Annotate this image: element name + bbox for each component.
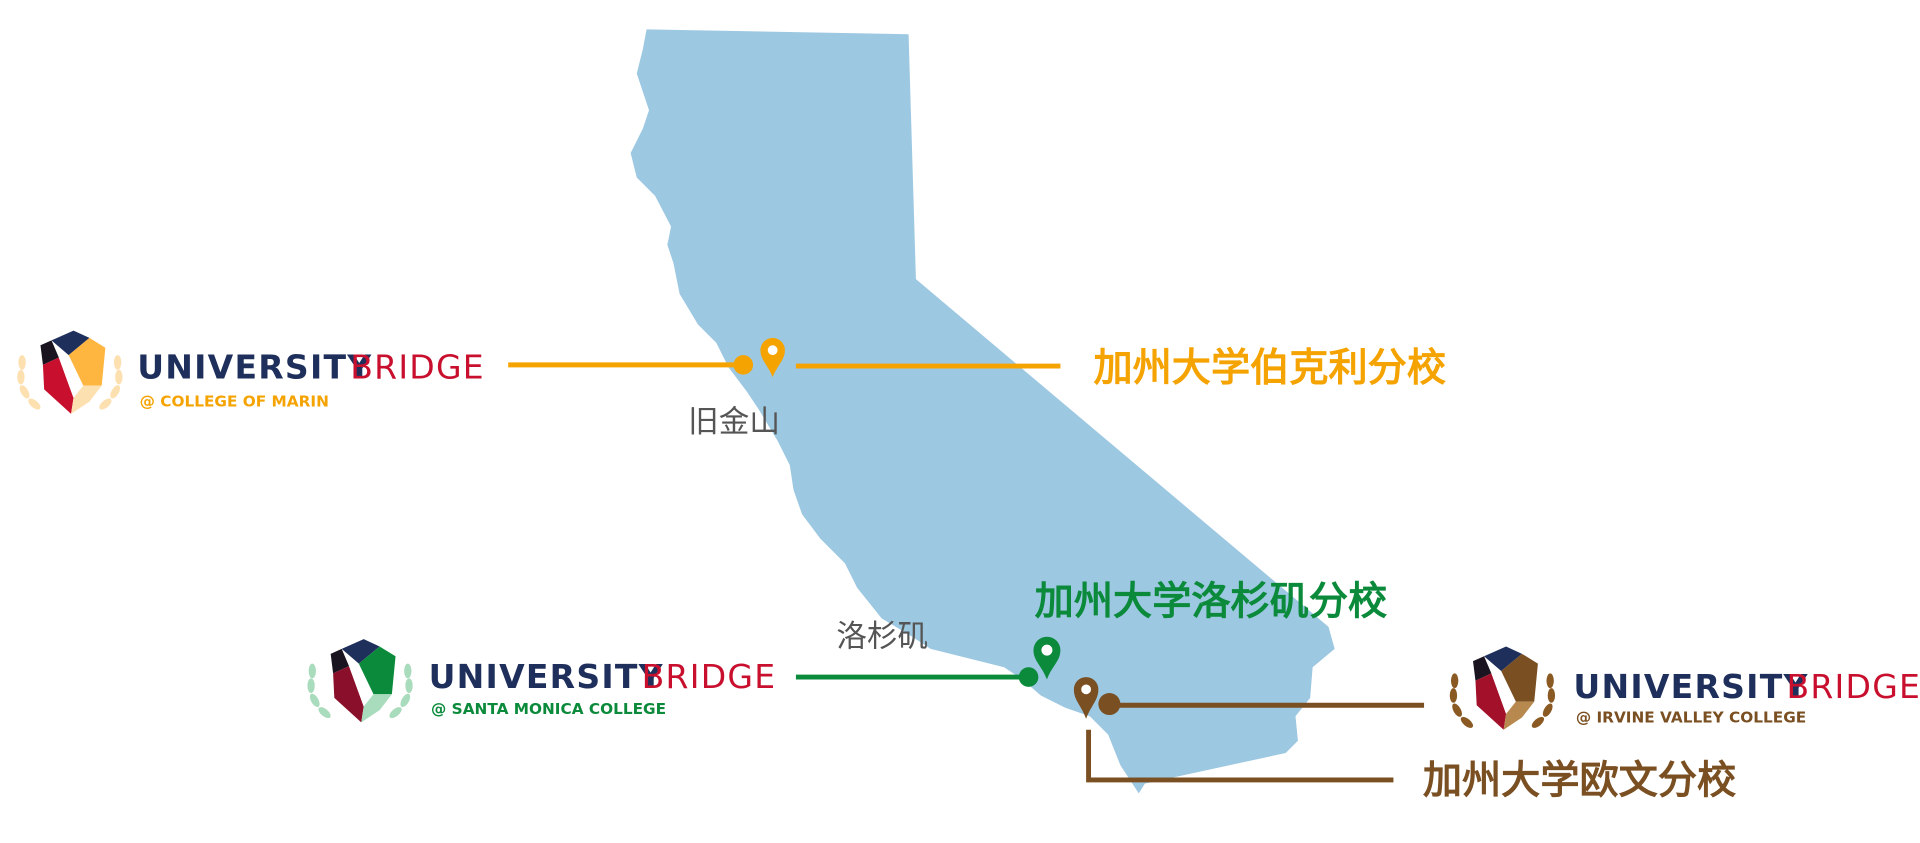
shield-icon — [1473, 646, 1538, 730]
partner-college: @ SANTA MONICA COLLEGE — [431, 700, 666, 718]
laurel-icon — [17, 355, 123, 410]
connector-line — [1086, 729, 1394, 783]
partner-college: @ IRVINE VALLEY COLLEGE — [1576, 708, 1806, 726]
laurel-icon — [1449, 673, 1556, 728]
irvine-group: 加州大学欧文分校 UNIVERSITY BRIDGE @ IRVINE VALL… — [1073, 646, 1920, 803]
partner-college: @ COLLEGE OF MARIN — [140, 393, 329, 411]
shield-icon — [40, 330, 106, 414]
brand-word-university: UNIVERSITY — [137, 347, 372, 386]
laurel-icon — [307, 663, 413, 719]
university-bridge-logo: UNIVERSITY BRIDGE @ COLLEGE OF MARIN — [17, 330, 485, 414]
campus-label: 加州大学欧文分校 — [1423, 758, 1737, 803]
location-dot — [1018, 667, 1039, 687]
shield-icon — [330, 639, 396, 723]
campus-label: 加州大学洛杉矶分校 — [1035, 580, 1388, 625]
university-bridge-logo: UNIVERSITY BRIDGE @ SANTA MONICA COLLEGE — [307, 639, 777, 723]
brand-word-bridge: BRIDGE — [1786, 667, 1920, 706]
map-pin-icon — [1073, 677, 1099, 719]
campus-label: 加州大学伯克利分校 — [1093, 346, 1446, 391]
map-pin-icon — [760, 337, 785, 378]
city-label: 旧金山 — [688, 405, 780, 440]
brand-word-bridge: BRIDGE — [642, 657, 777, 696]
brand-word-university: UNIVERSITY — [1573, 667, 1808, 706]
brand-word-bridge: BRIDGE — [350, 347, 485, 386]
university-bridge-logo: UNIVERSITY BRIDGE @ IRVINE VALLEY COLLEG… — [1449, 646, 1920, 730]
map-pin-icon — [1033, 636, 1061, 680]
brand-word-university: UNIVERSITY — [429, 657, 664, 696]
ucla-group: 加州大学洛杉矶分校 洛杉矶 UNIVERSITY BRIDGE @ SANTA … — [307, 580, 1388, 723]
location-dot — [733, 355, 754, 375]
california-state-shape — [630, 29, 1335, 794]
berkeley-group: 加州大学伯克利分校 旧金山 UNIVERSITY BRIDGE @ COLLEG… — [17, 330, 1447, 440]
city-label: 洛杉矶 — [836, 619, 928, 654]
